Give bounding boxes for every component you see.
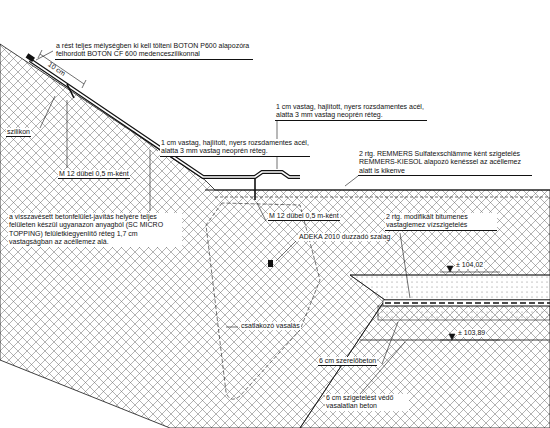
lower-slab bbox=[300, 300, 550, 428]
note-text: ADEKA 2010 duzzadó szalag bbox=[298, 233, 391, 241]
level-text: ± 103,89 bbox=[457, 329, 486, 337]
note-text: 1 cm vastag, hajlított, nyers rozsdament… bbox=[160, 139, 310, 157]
note-text: 1 cm vastag, hajlított, nyers rozsdament… bbox=[275, 103, 427, 121]
bitumen-dash bbox=[385, 302, 550, 303]
note-text: 6 cm szigetelést védő vasalatlan beton bbox=[325, 394, 409, 411]
note-text: csatlakozó vasalás bbox=[240, 322, 301, 330]
leader-line bbox=[226, 327, 238, 328]
steel-plate bbox=[30, 60, 300, 177]
slab-line bbox=[360, 340, 550, 341]
note-text: 2 rtg. REMMERS Sulfatexschlämme ként szi… bbox=[358, 150, 532, 176]
leader-line bbox=[257, 203, 266, 221]
leader-line bbox=[382, 322, 398, 364]
leader-line bbox=[150, 150, 151, 211]
level-marks bbox=[440, 266, 500, 340]
screed-layer bbox=[350, 275, 550, 300]
leader-line bbox=[276, 241, 296, 261]
level-triangle bbox=[449, 334, 455, 340]
wall-inner bbox=[215, 197, 550, 198]
note-text: 2 rtg. modifikált bitumenes vastaglemez … bbox=[385, 213, 497, 231]
steel-plate-core bbox=[30, 60, 300, 177]
leader-line bbox=[67, 100, 68, 168]
swelling-tape bbox=[268, 260, 273, 267]
note-text: szilikon bbox=[6, 128, 31, 137]
blinding-concrete bbox=[378, 306, 550, 320]
leader-line bbox=[345, 176, 358, 186]
note-text: a visszavésett betonfelület-javítás hely… bbox=[8, 213, 182, 247]
leader-line bbox=[133, 131, 158, 151]
note-text: 6 cm szerelőbeton bbox=[318, 357, 377, 366]
leader-line bbox=[40, 96, 55, 128]
level-text: ± 104,02 bbox=[455, 261, 484, 269]
dimension-tick bbox=[38, 50, 42, 58]
concrete-wall bbox=[0, 44, 550, 428]
wall-top bbox=[205, 190, 550, 191]
dowel bbox=[254, 179, 256, 200]
bitumen-layer bbox=[383, 300, 550, 306]
leader-line bbox=[400, 233, 410, 298]
leader-line bbox=[36, 51, 53, 60]
level-triangle bbox=[447, 266, 453, 272]
dowel bbox=[67, 84, 74, 98]
note-text: M 12 dübel 0,5 m-ként bbox=[58, 170, 130, 179]
level-line bbox=[440, 340, 500, 341]
level-line bbox=[440, 272, 500, 273]
note-text: M 12 dübel 0,5 m-ként bbox=[268, 212, 340, 221]
silicone-joint bbox=[26, 53, 35, 62]
leader-line bbox=[360, 342, 405, 394]
dimension-tick bbox=[82, 80, 86, 88]
note-text: a rést teljes mélységben ki kell tölteni… bbox=[55, 42, 253, 60]
